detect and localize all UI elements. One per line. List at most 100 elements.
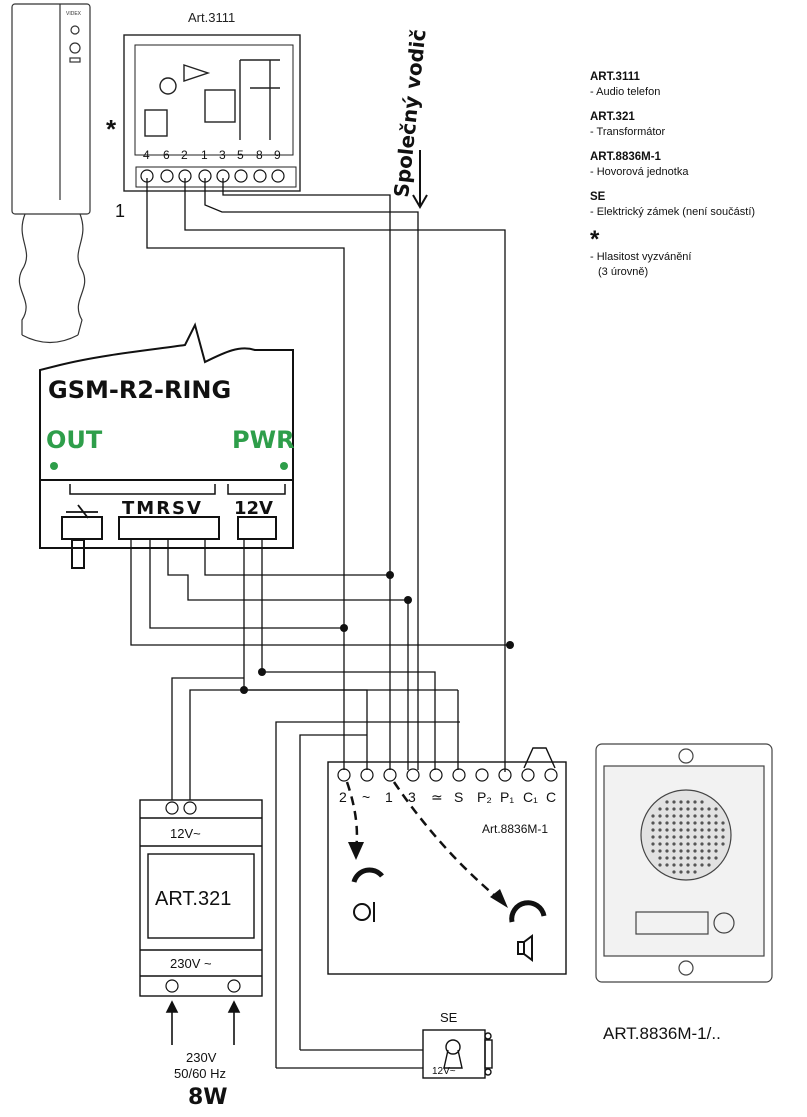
grille-hole: [707, 842, 711, 846]
wire-junctions: [240, 571, 514, 694]
handset: [11, 3, 91, 344]
grille-hole: [693, 870, 697, 874]
grille-hole: [707, 807, 711, 811]
grille-hole: [651, 849, 655, 853]
grille-hole: [658, 807, 662, 811]
grille-hole: [672, 807, 676, 811]
grille-hole: [686, 863, 690, 867]
grille-hole: [672, 828, 676, 832]
art3111-terminal-label: 1: [201, 148, 208, 162]
grille-hole: [714, 856, 718, 860]
legend-item: SE - Elektrický zámek (není součástí): [590, 190, 800, 220]
handset-brand: VIDEX: [66, 11, 82, 17]
se-unit: [422, 1029, 493, 1079]
art8836-terminal-label: S: [454, 789, 463, 805]
grille-hole: [658, 849, 662, 853]
legend-desc: - Transformátor: [590, 126, 666, 138]
grille-hole: [700, 828, 704, 832]
grille-hole: [665, 821, 669, 825]
grille-hole: [686, 849, 690, 853]
terminal-screw-icon: [271, 169, 285, 183]
gsm-title: GSM-R2-RING: [48, 376, 231, 404]
grille-hole: [700, 849, 704, 853]
terminal-screw-icon: [337, 768, 351, 782]
grille-hole: [658, 814, 662, 818]
grille-hole: [679, 863, 683, 867]
grille-hole: [658, 856, 662, 860]
grille-hole: [714, 835, 718, 839]
grille-hole: [693, 821, 697, 825]
grille-hole: [707, 821, 711, 825]
asterisk-icon: *: [590, 226, 600, 253]
grille-hole: [658, 863, 662, 867]
grille-hole: [651, 835, 655, 839]
gsm-out-label: OUT: [46, 426, 103, 454]
legend-item: ART.8836M-1 - Hovorová jednotka: [590, 150, 800, 180]
grille-hole: [707, 863, 711, 867]
grille-hole: [714, 828, 718, 832]
art321-input-arrows: [165, 1000, 241, 1045]
common-wire-label: Společný vodič: [389, 28, 431, 198]
art8836-terminal-label: P₂: [477, 789, 492, 805]
grille-hole: [672, 856, 676, 860]
grille-hole: [686, 807, 690, 811]
grille-hole: [693, 863, 697, 867]
art3111-title: Art.3111: [188, 10, 235, 25]
art8836-terminal-label: C₁: [523, 789, 538, 805]
grille-hole: [658, 835, 662, 839]
grille-hole: [714, 814, 718, 818]
art3111-terminal-label: 5: [237, 148, 244, 162]
grille-hole: [665, 807, 669, 811]
speaker-icon: [509, 900, 547, 962]
grille-hole: [686, 828, 690, 832]
grille-hole: [700, 821, 704, 825]
grille-hole: [679, 856, 683, 860]
art321-input-freq: 50/60 Hz: [174, 1066, 226, 1081]
grille-hole: [665, 800, 669, 804]
terminal-screw-icon: [360, 768, 374, 782]
art8836-terminal-label: 1: [385, 789, 393, 805]
legend-desc: - Audio telefon: [590, 86, 661, 98]
grille-hole: [693, 856, 697, 860]
art321-bottom-label: 230V ~: [170, 956, 212, 971]
grille-hole: [686, 870, 690, 874]
terminal-screw-icon: [475, 768, 489, 782]
grille-hole: [721, 842, 725, 846]
art321-top-label: 12V~: [170, 826, 201, 841]
grille-hole: [714, 807, 718, 811]
door-panel: [595, 743, 773, 983]
grille-hole: [679, 835, 683, 839]
legend-star-item: * - Hlasitost vyzvánění (3 úrovně): [590, 226, 800, 280]
art321-power: 8W: [188, 1085, 228, 1110]
terminal-screw-icon: [429, 768, 443, 782]
grille-hole: [700, 842, 704, 846]
grille-hole: [651, 842, 655, 846]
grille-hole: [686, 856, 690, 860]
art8836-unit: [327, 747, 567, 975]
grille-hole: [707, 814, 711, 818]
grille-hole: [700, 856, 704, 860]
grille-hole: [700, 835, 704, 839]
grille-hole: [686, 821, 690, 825]
legend-code: ART.3111: [590, 71, 640, 83]
grille-hole: [707, 849, 711, 853]
art3111-terminal-label: 6: [163, 148, 170, 162]
art8836-terminal-label: 2: [339, 789, 347, 805]
wires: [130, 178, 510, 1069]
art3111-terminal-label: 3: [219, 148, 226, 162]
art3111-terminal-label: 9: [274, 148, 281, 162]
grille-hole: [658, 828, 662, 832]
legend-item: ART.3111 - Audio telefon: [590, 70, 800, 100]
grille-hole: [679, 828, 683, 832]
grille-hole: [714, 821, 718, 825]
grille-hole: [707, 828, 711, 832]
terminal-screw-icon: [406, 768, 420, 782]
terminal-screw-icon: [253, 169, 267, 183]
dashed-arrow-heads: [348, 842, 508, 908]
grille-hole: [679, 870, 683, 874]
art8836-terminal-label: ~: [362, 789, 370, 805]
grille-hole: [665, 863, 669, 867]
gsm-out-led: [50, 462, 58, 470]
art3111-terminal-screws: [140, 169, 285, 183]
